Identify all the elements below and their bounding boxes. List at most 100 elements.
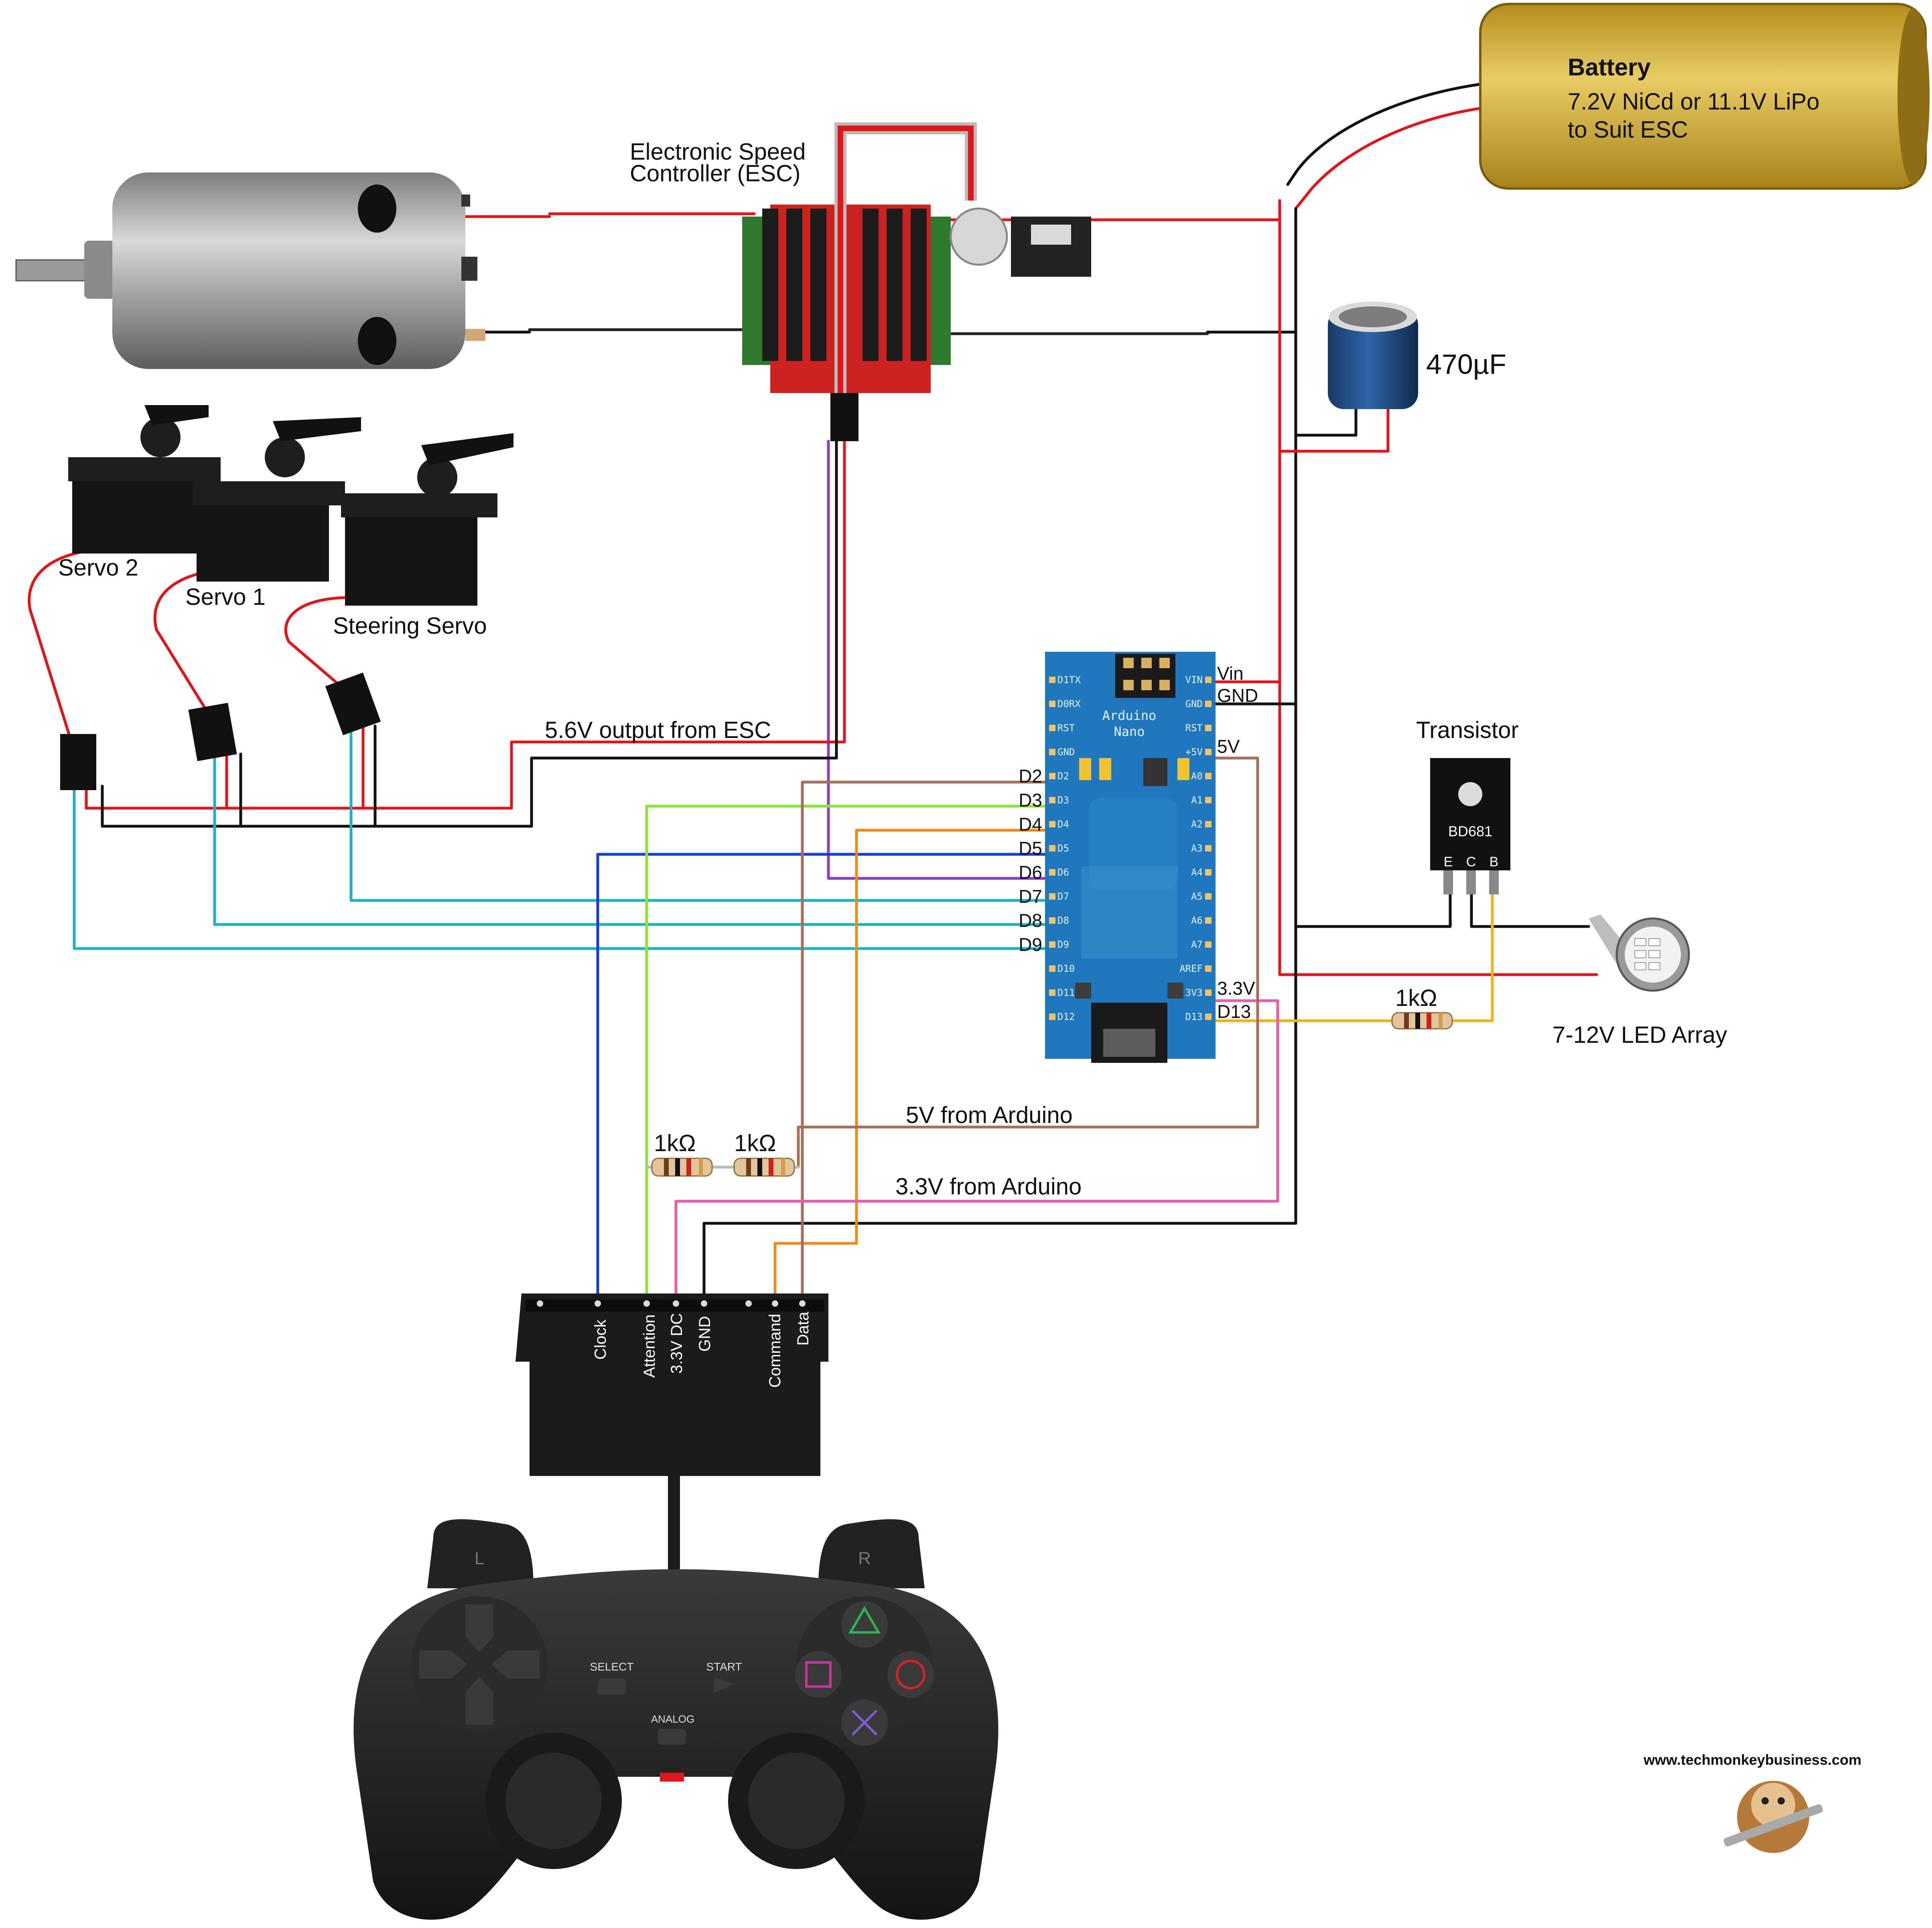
arduino-d13-label: D13	[1217, 1001, 1251, 1022]
capacitor-label: 470µF	[1426, 349, 1506, 380]
collector-led	[1470, 881, 1590, 928]
arduino-pin-d0rx: D0RX	[1057, 698, 1081, 710]
arduino-pin-d9: D9	[1057, 939, 1069, 950]
arduino-pin-right-vin: VIN	[1185, 674, 1203, 685]
battery-red-lead-core	[1294, 107, 1482, 210]
arduino-pin-right-a4: A4	[1191, 867, 1203, 878]
controller-start-label: START	[706, 1660, 742, 1673]
esc-output-label: 5.6V output from ESC	[545, 717, 771, 743]
arduino-3v3-label: 3.3V	[1217, 978, 1255, 999]
arduino-wire-label-d4: D4	[1019, 814, 1042, 835]
arduino-pin-pads	[1049, 677, 1212, 1020]
dc-motor	[15, 172, 485, 369]
battery-spec-line2: to Suit ESC	[1568, 117, 1688, 143]
arduino-pin-d12: D12	[1057, 1011, 1075, 1022]
transistor-title: Transistor	[1416, 717, 1519, 743]
monkey-logo	[1723, 1781, 1823, 1853]
ps2-pin-gnd: GND	[696, 1316, 714, 1352]
bd681-transistor	[1430, 758, 1510, 894]
pullup-resistor-2	[733, 1158, 795, 1177]
five-v-label: 5V from Arduino	[906, 1102, 1073, 1128]
servo-2-label: Servo 2	[58, 555, 138, 581]
arduino-vin-label: Vin	[1217, 663, 1244, 684]
ps2-pin-clock: Clock	[592, 1319, 609, 1360]
servo-1-label: Servo 1	[185, 584, 266, 610]
arduino-gnd-label: GND	[1217, 685, 1258, 706]
servo1-signal	[213, 752, 1057, 926]
arduino-5v-label: 5V	[1217, 736, 1240, 757]
arduino-pin-gnd: GND	[1057, 746, 1075, 758]
controller-select-label: SELECT	[590, 1660, 634, 1673]
arduino-name-line1: Arduino	[1102, 708, 1157, 723]
esc-5v-red	[85, 440, 846, 810]
arduino-pin-d7: D7	[1057, 891, 1069, 902]
pullup-resistor-1	[651, 1158, 713, 1177]
arduino-pin-d3: D3	[1057, 795, 1069, 806]
wire-layer	[73, 83, 1598, 1301]
steer-signal	[349, 724, 1057, 902]
command-wire-orange	[773, 829, 1057, 1301]
arduino-pin-right-3v3: 3V3	[1185, 987, 1203, 998]
arduino-pin-d10: D10	[1057, 963, 1075, 974]
transistor-pin-c: C	[1466, 854, 1476, 870]
arduino-wire-label-d7: D7	[1019, 886, 1042, 907]
cap-red-lead	[1278, 403, 1390, 453]
servo-2	[28, 405, 221, 790]
steering-servo	[284, 433, 513, 736]
arduino-wire-label-d5: D5	[1019, 838, 1042, 859]
arduino-pin-right-a3: A3	[1191, 843, 1203, 854]
website-label: www.techmonkeybusiness.com	[1643, 1752, 1861, 1768]
arduino-pin-d6: D6	[1057, 867, 1069, 878]
arduino-pin-d1tx: D1TX	[1057, 674, 1081, 685]
arduino-nano	[1045, 652, 1216, 1063]
arduino-pin-d5: D5	[1057, 843, 1069, 854]
transistor-pin-e: E	[1444, 854, 1453, 870]
arduino-pin-right-a6: A6	[1191, 915, 1203, 926]
clock-wire-blue	[596, 853, 1057, 1301]
battery-red-lead	[1286, 83, 1482, 186]
arduino-pin-d8: D8	[1057, 915, 1069, 926]
arduino-pin-right-a5: A5	[1191, 891, 1203, 902]
led-resistor-label: 1kΩ	[1395, 985, 1437, 1011]
arduino-pin-right-a1: A1	[1191, 795, 1203, 806]
controller-r-label: R	[858, 1549, 871, 1568]
steering-servo-label: Steering Servo	[333, 613, 487, 639]
arduino-pin-d11: D11	[1057, 987, 1075, 998]
arduino-wire-label-d3: D3	[1019, 790, 1042, 811]
esc-label-line2: Controller (ESC)	[630, 160, 800, 187]
arduino-pin-rst: RST	[1057, 722, 1075, 734]
servo-1	[153, 417, 361, 761]
led-resistor	[1391, 1012, 1453, 1030]
capacitor-470uf	[1328, 302, 1418, 409]
esc-gnd-black	[101, 440, 838, 828]
arduino-pin-right-rst: RST	[1185, 722, 1203, 734]
arduino-pin-right-5v: +5V	[1185, 746, 1203, 758]
esc	[742, 122, 1091, 441]
ps2-pin-3v3: 3.3V DC	[668, 1313, 686, 1374]
ps2-pin-attention: Attention	[641, 1314, 658, 1378]
arduino-pin-d4: D4	[1057, 819, 1069, 830]
arduino-wire-label-d8: D8	[1019, 910, 1042, 931]
emitter-gnd	[1294, 881, 1452, 928]
battery-spec-line1: 7.2V NiCd or 11.1V LiPo	[1568, 89, 1820, 115]
esc-signal-purple	[827, 440, 1057, 880]
battery-title: Battery	[1568, 54, 1651, 81]
arduino-pin-right-aref: AREF	[1179, 963, 1203, 974]
arduino-wire-label-d6: D6	[1019, 862, 1042, 883]
arduino-wire-label-d9: D9	[1019, 934, 1042, 955]
arduino-pin-d2: D2	[1057, 770, 1069, 782]
bus-black-vertical	[702, 207, 1297, 1301]
pullup-resistor-2-label: 1kΩ	[734, 1130, 776, 1156]
cap-black-lead	[1294, 403, 1358, 437]
battery	[1479, 3, 1930, 190]
three-v-label: 3.3V from Arduino	[895, 1174, 1082, 1200]
esc-label-line1: Electronic Speed	[630, 139, 806, 165]
arduino-name-line2: Nano	[1114, 724, 1145, 739]
d13-to-base	[1202, 881, 1494, 1022]
pullup-resistor-1-label: 1kΩ	[654, 1130, 696, 1156]
led-array	[1589, 914, 1690, 992]
